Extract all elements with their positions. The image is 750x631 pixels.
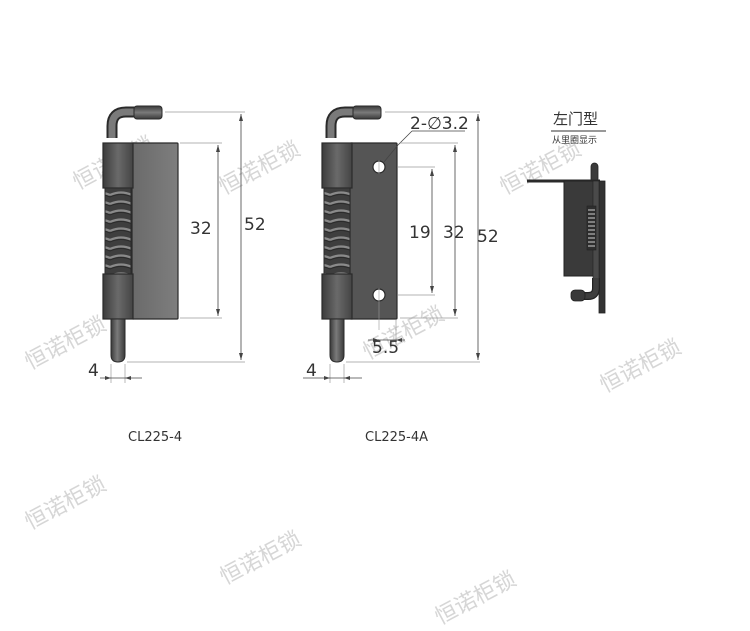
side-view-subtitle: 从里圈显示 bbox=[552, 135, 597, 146]
dimension-leaf-height: 32 bbox=[190, 219, 212, 239]
side-view-title: 左门型 bbox=[553, 110, 598, 128]
watermark: 恒诺柜锁 bbox=[431, 567, 520, 630]
dimension-hole-callout: 2-∅3.2 bbox=[410, 114, 469, 134]
model-label: CL225-4 bbox=[128, 430, 182, 445]
dimension-pin-diameter: 4 bbox=[306, 361, 317, 381]
hinge-view-cl225-4a: 2-∅3.2 19 32 52 5.5 4 CL225-4A bbox=[303, 105, 499, 445]
dimension-pin-diameter: 4 bbox=[88, 361, 99, 381]
side-view-left-door: 左门型 从里圈显示 bbox=[527, 110, 606, 314]
watermark: 恒诺柜锁 bbox=[21, 472, 110, 535]
dimension-overall-height: 52 bbox=[244, 215, 266, 235]
watermark: 恒诺柜锁 bbox=[215, 137, 304, 200]
dimension-hole-offset: 5.5 bbox=[372, 338, 399, 358]
model-label: CL225-4A bbox=[365, 430, 428, 445]
dimension-overall-height: 52 bbox=[477, 227, 499, 247]
dimension-hole-spacing: 19 bbox=[409, 223, 431, 243]
dimension-leaf-height: 32 bbox=[443, 223, 465, 243]
watermark: 恒诺柜锁 bbox=[216, 527, 305, 590]
hinge-view-cl225-4: 32 52 4 CL225-4 bbox=[88, 105, 266, 445]
watermark: 恒诺柜锁 bbox=[596, 335, 685, 398]
